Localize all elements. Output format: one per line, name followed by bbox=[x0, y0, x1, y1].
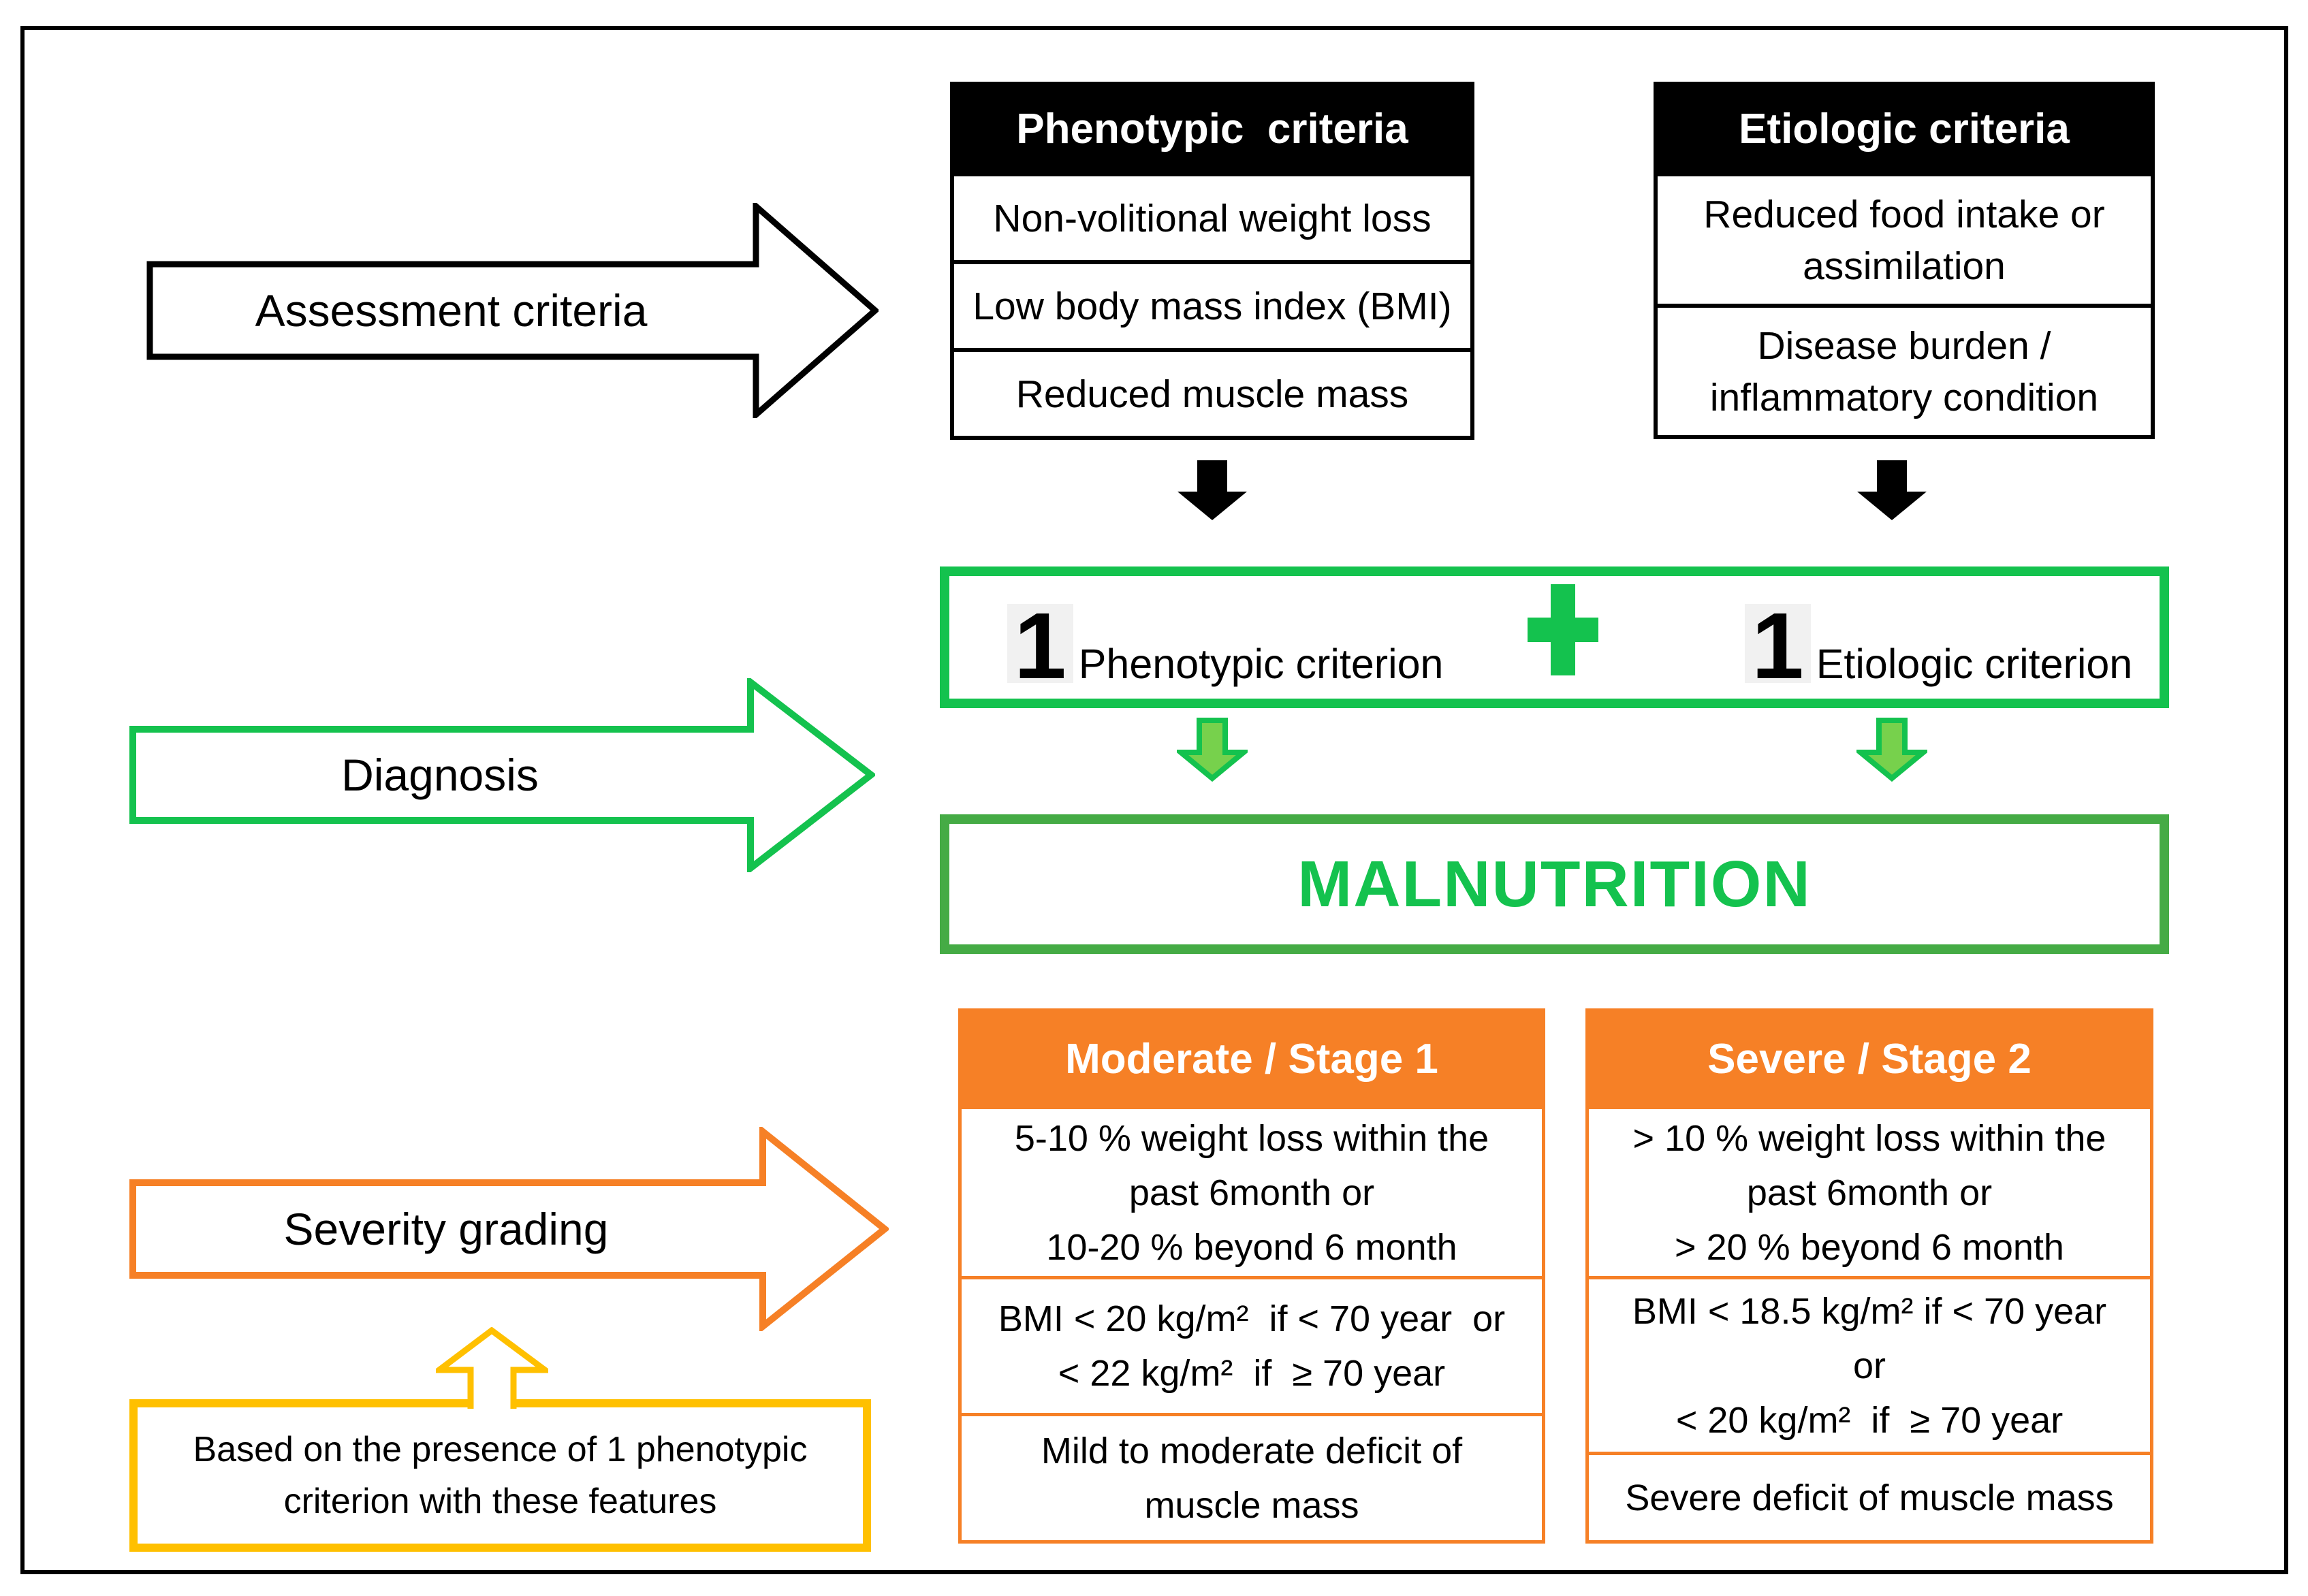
phenotypic-row-low-bmi: Low body mass index (BMI) bbox=[954, 260, 1470, 348]
severe-bmi-cell: BMI < 18.5 kg/m² if < 70 year or < 20 kg… bbox=[1589, 1276, 2150, 1452]
etiologic-row-food-intake: Reduced food intake or assimilation bbox=[1658, 172, 2151, 304]
etiologic-count-group: 1 Etiologic criterion bbox=[1745, 599, 2133, 693]
etiologic-criteria-table: Etiologic criteria Reduced food intake o… bbox=[1654, 82, 2155, 439]
severe-stage2-table: Severe / Stage 2 > 10 % weight loss with… bbox=[1585, 1008, 2153, 1544]
moderate-weight-loss-cell: 5-10 % weight loss within the past 6mont… bbox=[962, 1106, 1542, 1276]
moderate-stage1-header: Moderate / Stage 1 bbox=[962, 1012, 1542, 1106]
black-down-arrow-icon bbox=[1857, 460, 1927, 520]
right-arrow-icon bbox=[146, 203, 879, 418]
diagram-frame bbox=[20, 26, 2288, 1574]
green-down-arrow-icon bbox=[1177, 718, 1248, 782]
count-one-phenotypic: 1 bbox=[1007, 599, 1073, 693]
diagnosis-rule-box: 1 Phenotypic criterion 1 Etiologic crite… bbox=[940, 566, 2169, 708]
right-arrow-icon bbox=[129, 1127, 889, 1331]
severity-grading-arrow: Severity grading bbox=[129, 1127, 889, 1331]
severe-stage2-header: Severe / Stage 2 bbox=[1589, 1012, 2150, 1106]
severe-muscle-mass-cell: Severe deficit of muscle mass bbox=[1589, 1452, 2150, 1540]
phenotypic-criterion-label: Phenotypic criterion bbox=[1078, 641, 1444, 687]
moderate-stage1-table: Moderate / Stage 1 5-10 % weight loss wi… bbox=[958, 1008, 1545, 1544]
etiologic-table-header: Etiologic criteria bbox=[1658, 86, 2151, 172]
moderate-muscle-mass-cell: Mild to moderate deficit of muscle mass bbox=[962, 1413, 1542, 1540]
phenotypic-criteria-table: Phenotypic criteria Non-volitional weigh… bbox=[950, 82, 1474, 440]
phenotypic-count-group: 1 Phenotypic criterion bbox=[1007, 599, 1444, 693]
etiologic-criterion-label: Etiologic criterion bbox=[1816, 641, 2133, 687]
count-one-etiologic: 1 bbox=[1745, 599, 1811, 693]
severe-weight-loss-cell: > 10 % weight loss within the past 6mont… bbox=[1589, 1106, 2150, 1276]
assessment-arrow: Assessment criteria bbox=[146, 203, 879, 418]
phenotypic-row-weight-loss: Non-volitional weight loss bbox=[954, 172, 1470, 260]
right-arrow-icon bbox=[129, 678, 875, 872]
etiologic-row-disease-burden: Disease burden / inflammatory condition bbox=[1658, 304, 2151, 435]
moderate-bmi-cell: BMI < 20 kg/m² if < 70 year or < 22 kg/m… bbox=[962, 1276, 1542, 1413]
severity-note-box: Based on the presence of 1 phenotypic cr… bbox=[129, 1399, 871, 1552]
phenotypic-table-header: Phenotypic criteria bbox=[954, 86, 1470, 172]
diagnosis-arrow-label: Diagnosis bbox=[341, 750, 539, 800]
malnutrition-result-box: MALNUTRITION bbox=[940, 814, 2169, 954]
assessment-arrow-label: Assessment criteria bbox=[255, 285, 648, 336]
diagnosis-arrow: Diagnosis bbox=[129, 678, 875, 872]
severity-arrow-label: Severity grading bbox=[283, 1204, 609, 1254]
green-down-arrow-icon bbox=[1856, 718, 1927, 782]
severity-note-text: Based on the presence of 1 phenotypic cr… bbox=[193, 1430, 808, 1521]
yellow-up-arrow-icon bbox=[436, 1327, 548, 1409]
phenotypic-row-muscle-mass: Reduced muscle mass bbox=[954, 348, 1470, 436]
malnutrition-label: MALNUTRITION bbox=[1297, 847, 1812, 921]
plus-icon bbox=[1528, 584, 1598, 675]
black-down-arrow-icon bbox=[1177, 460, 1247, 520]
